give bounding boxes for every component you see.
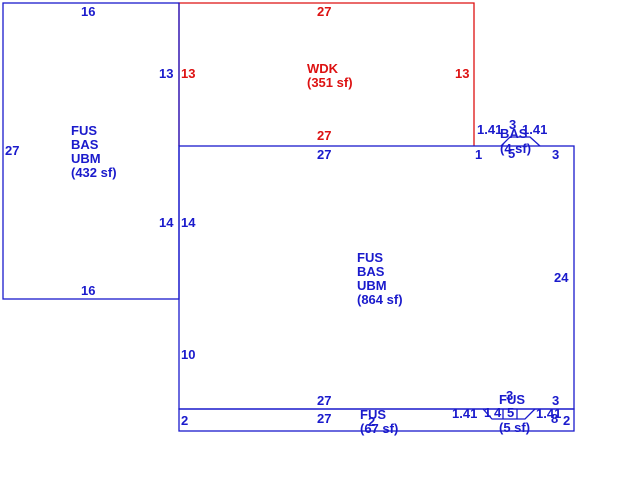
dimension-label: 16	[81, 4, 95, 19]
dimension-label: 13	[455, 66, 469, 81]
dimension-label: 27	[317, 147, 331, 162]
dimension-label: 3	[552, 393, 559, 408]
dimension-label: 13	[159, 66, 173, 81]
dimension-label: 3	[552, 147, 559, 162]
dimension-label: 27	[317, 411, 331, 426]
dimension-label: 27	[317, 128, 331, 143]
bay-top-area-code: BAS	[500, 126, 528, 141]
dimension-label: 4	[494, 405, 502, 420]
dimension-label: 3	[509, 117, 516, 132]
main-area-code-1: FUS	[357, 250, 383, 265]
dimension-label: 27	[317, 4, 331, 19]
bay-bottom-area-code: FUS	[499, 392, 525, 407]
strip-area-code: FUS	[360, 407, 386, 422]
left-area-code-1: FUS	[71, 123, 97, 138]
dimension-label: 1	[484, 405, 491, 420]
bay-top-area-size: (4 sf)	[500, 141, 531, 156]
main-area-size: (864 sf)	[357, 292, 403, 307]
main-area-code-3: UBM	[357, 278, 387, 293]
strip-outline	[178, 408, 575, 432]
dimension-label: 5	[508, 146, 515, 161]
dimension-label: 27	[5, 143, 19, 158]
dimension-label: 8	[551, 411, 558, 426]
bay-top-outline	[500, 136, 541, 147]
dimension-label: 1.41	[452, 406, 477, 421]
dimension-label: 5	[507, 405, 514, 420]
dimension-label: 10	[181, 347, 195, 362]
dimension-label: 1.41	[522, 122, 547, 137]
dimension-label: 14	[181, 215, 196, 230]
dimension-label: 16	[81, 283, 95, 298]
dimension-label: 1.41	[477, 122, 502, 137]
strip-area-size: (67 sf)	[360, 421, 398, 436]
dimension-label: 2	[181, 413, 188, 428]
bay-bottom-outline	[482, 408, 536, 420]
dimension-label: 2	[368, 414, 375, 429]
dimension-label: 1.41	[536, 406, 561, 421]
dimension-label: 27	[317, 393, 331, 408]
main-area-code-2: BAS	[357, 264, 385, 279]
dimension-label: 3	[506, 388, 513, 403]
left-area-code-2: BAS	[71, 137, 99, 152]
dimension-label: 14	[159, 215, 174, 230]
dimension-label: 2	[563, 413, 570, 428]
bay-bottom-area-size: (5 sf)	[499, 420, 530, 435]
dimension-label: 13	[181, 66, 195, 81]
left-area-code-3: UBM	[71, 151, 101, 166]
left-area-size: (432 sf)	[71, 165, 117, 180]
deck-area-size: (351 sf)	[307, 75, 353, 90]
dimension-label: 1	[475, 147, 482, 162]
dimension-label: 24	[554, 270, 569, 285]
deck-area-code: WDK	[307, 61, 339, 76]
